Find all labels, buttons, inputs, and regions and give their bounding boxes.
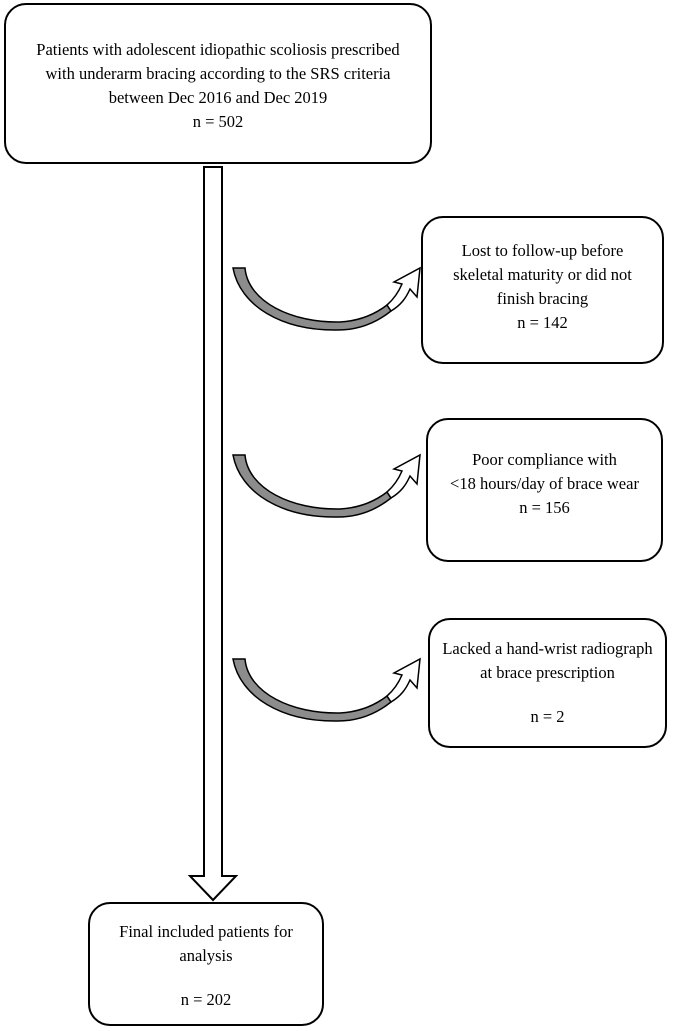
box-text-line: Final included patients for [119, 922, 293, 941]
box-text-line: Lacked a hand-wrist radiograph [442, 639, 653, 658]
box-text-line: Patients with adolescent idiopathic scol… [36, 40, 400, 59]
box-count: n = 2 [530, 707, 565, 726]
box-count: n = 502 [192, 112, 244, 131]
box-text-line: skeletal maturity or did not [453, 265, 632, 284]
box-count: n = 202 [180, 990, 232, 1009]
box-text-line: at brace prescription [480, 663, 615, 682]
initial-cohort-box: Patients with adolescent idiopathic scol… [4, 3, 432, 164]
box-text-line: Lost to follow-up before [461, 241, 624, 260]
main-down-arrow [187, 166, 239, 902]
box-text-line: <18 hours/day of brace wear [450, 474, 639, 493]
box-count: n = 142 [517, 313, 568, 332]
final-included-box: Final included patients for analysis n =… [88, 902, 324, 1026]
box-text-line: Poor compliance with [472, 450, 617, 469]
exclusion-arrow-1 [232, 266, 421, 331]
box-text-line: with underarm bracing according to the S… [45, 64, 391, 83]
lacked-radiograph-box: Lacked a hand-wrist radiograph at brace … [428, 618, 667, 748]
box-text-line: analysis [179, 946, 233, 965]
box-text-line: between Dec 2016 and Dec 2019 [108, 88, 328, 107]
lost-followup-box: Lost to follow-up before skeletal maturi… [421, 216, 664, 364]
exclusion-arrow-3 [232, 657, 421, 722]
exclusion-arrow-2 [232, 453, 421, 518]
poor-compliance-box: Poor compliance with <18 hours/day of br… [426, 418, 663, 562]
box-text-line: finish bracing [496, 289, 589, 308]
box-count: n = 156 [519, 498, 570, 517]
